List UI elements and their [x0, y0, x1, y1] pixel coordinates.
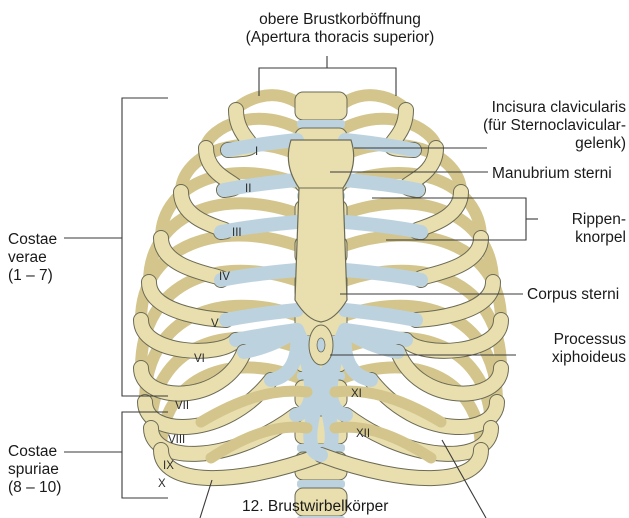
top-label-line2: (Apertura thoracis superior) — [200, 29, 480, 47]
xiphoid-foramen — [317, 338, 325, 352]
rib-number-5: V — [211, 318, 219, 330]
incisura-line1: Incisura clavicularis — [440, 99, 626, 117]
rib-number-12: XII — [356, 428, 370, 440]
cartilage-right-5 — [345, 310, 416, 320]
processus-line2: xiphoideus — [520, 349, 626, 367]
cartilage-left-5 — [226, 310, 297, 320]
disc-11 — [297, 480, 345, 488]
cartilage-right-3 — [345, 222, 421, 232]
rib-number-6: VI — [194, 353, 205, 365]
label-12-brustwirbelkoerper: 12. Brustwirbelkörper — [242, 498, 388, 516]
rib-number-11: XI — [351, 388, 362, 400]
rib-number-3: III — [232, 227, 242, 239]
sternum-body — [288, 140, 353, 322]
label-rippenknorpel: Rippen- knorpel — [540, 211, 626, 247]
label-processus-xiphoideus: Processus xiphoideus — [520, 331, 626, 367]
processus-line1: Processus — [520, 331, 626, 349]
top-label-line1: obere Brustkorböffnung — [200, 11, 480, 29]
manubrium-text: Manubrium sterni — [492, 165, 612, 182]
cartilage-right-2 — [345, 180, 418, 190]
label-obere-brustkorboeffnung: obere Brustkorböffnung (Apertura thoraci… — [200, 11, 480, 47]
spuriae-line2: spuriae — [8, 461, 61, 479]
vertebra-1 — [295, 92, 347, 120]
rippen-line2: knorpel — [540, 229, 626, 247]
verae-line3: (1 – 7) — [8, 267, 57, 285]
incisura-line3: gelenk) — [440, 135, 626, 153]
rib-number-1: I — [255, 146, 258, 158]
disc-1 — [297, 120, 345, 128]
corpus-text: Corpus sterni — [527, 286, 619, 303]
label-corpus-sterni: Corpus sterni — [527, 286, 619, 304]
incisura-line2: (für Sternoclavicular- — [440, 117, 626, 135]
label-costae-verae: Costae verae (1 – 7) — [8, 231, 57, 285]
rib-number-7: VII — [175, 400, 189, 412]
rib-number-10: X — [158, 478, 166, 490]
rippen-line1: Rippen- — [540, 211, 626, 229]
label-incisura-clavicularis: Incisura clavicularis (für Sternoclavicu… — [440, 99, 626, 153]
rib-number-8: VIII — [168, 434, 185, 446]
bottom-text: 12. Brustwirbelkörper — [242, 498, 388, 515]
label-manubrium-sterni: Manubrium sterni — [492, 165, 612, 183]
spuriae-line1: Costae — [8, 443, 61, 461]
cartilage-left-2 — [224, 180, 297, 190]
rib-number-9: IX — [163, 460, 174, 472]
spuriae-line3: (8 – 10) — [8, 479, 61, 497]
rib-number-2: II — [245, 183, 251, 195]
verae-line2: verae — [8, 249, 57, 267]
label-costae-spuriae: Costae spuriae (8 – 10) — [8, 443, 61, 497]
verae-line1: Costae — [8, 231, 57, 249]
rib-number-4: IV — [219, 271, 230, 283]
